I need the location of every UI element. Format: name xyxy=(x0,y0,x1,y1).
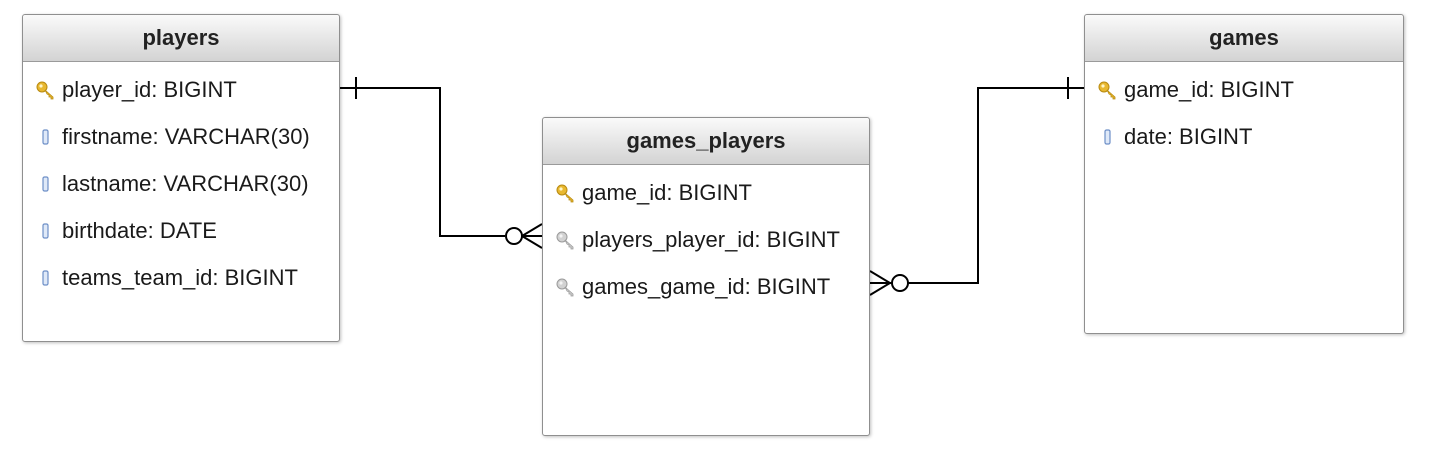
column-row[interactable]: player_id: BIGINT xyxy=(23,66,339,113)
column-label: players_player_id: BIGINT xyxy=(582,226,840,252)
column-label: date: BIGINT xyxy=(1124,123,1253,149)
table-title: games xyxy=(1085,15,1403,62)
many-crowfoot-upper xyxy=(869,270,891,284)
column-label: player_id: BIGINT xyxy=(62,76,237,102)
table-players[interactable]: players player_id: BIGINT firstname: VAR… xyxy=(22,14,340,342)
many-crowfoot-lower xyxy=(869,282,891,296)
column-label: lastname: VARCHAR(30) xyxy=(62,170,309,196)
table-title: players xyxy=(23,15,339,62)
column-row[interactable]: games_game_id: BIGINT xyxy=(543,263,869,310)
foreign-key-icon xyxy=(556,231,574,249)
many-crowfoot-lower xyxy=(521,235,543,249)
column-icon xyxy=(42,175,49,192)
primary-key-icon xyxy=(556,184,574,202)
table-games_players[interactable]: games_players game_id: BIGINT players_pl… xyxy=(542,117,870,436)
foreign-key-icon xyxy=(556,278,574,296)
column-row[interactable]: game_id: BIGINT xyxy=(543,169,869,216)
many-crowfoot-upper xyxy=(521,223,543,237)
column-row[interactable]: birthdate: DATE xyxy=(23,207,339,254)
column-label: game_id: BIGINT xyxy=(1124,76,1294,102)
column-icon xyxy=(1104,128,1111,145)
relationship-games-games_players xyxy=(869,77,1084,296)
primary-key-icon xyxy=(1098,81,1116,99)
column-row[interactable]: teams_team_id: BIGINT xyxy=(23,254,339,301)
table-title: games_players xyxy=(543,118,869,165)
column-row[interactable]: game_id: BIGINT xyxy=(1085,66,1403,113)
zero-cardinality-circle xyxy=(891,274,909,292)
zero-cardinality-circle xyxy=(505,227,523,245)
column-label: firstname: VARCHAR(30) xyxy=(62,123,310,149)
column-label: teams_team_id: BIGINT xyxy=(62,264,298,290)
column-icon xyxy=(42,222,49,239)
column-label: games_game_id: BIGINT xyxy=(582,273,831,299)
column-label: game_id: BIGINT xyxy=(582,179,752,205)
column-row[interactable]: lastname: VARCHAR(30) xyxy=(23,160,339,207)
primary-key-icon xyxy=(36,81,54,99)
column-row[interactable]: date: BIGINT xyxy=(1085,113,1403,160)
column-icon xyxy=(42,269,49,286)
column-icon xyxy=(42,128,49,145)
column-row[interactable]: firstname: VARCHAR(30) xyxy=(23,113,339,160)
relationship-players-games_players xyxy=(340,77,543,249)
column-row[interactable]: players_player_id: BIGINT xyxy=(543,216,869,263)
table-games[interactable]: games game_id: BIGINT date: BIGINT xyxy=(1084,14,1404,334)
column-label: birthdate: DATE xyxy=(62,217,217,243)
